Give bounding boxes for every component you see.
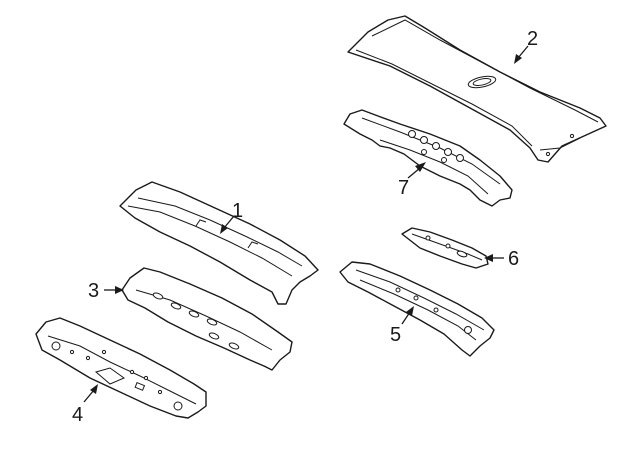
- callout-4: 4: [72, 404, 83, 426]
- callout-3: 3: [88, 280, 99, 302]
- callout-1: 1: [232, 200, 243, 222]
- front-header-reinforcement-part-7: [343, 109, 513, 207]
- inner-rear-header-part-3: [121, 267, 293, 371]
- roof-panel-part-2: [347, 15, 607, 163]
- rear-roof-crossmember-part-4: [35, 317, 207, 419]
- callout-5: 5: [390, 324, 401, 346]
- callout-6: 6: [508, 248, 519, 270]
- roof-bow-part-6: [401, 227, 489, 269]
- roof-crossmember-part-5: [339, 261, 495, 357]
- callout-7: 7: [398, 177, 409, 199]
- leader-lines: [83, 45, 529, 403]
- callout-2: 2: [527, 28, 538, 50]
